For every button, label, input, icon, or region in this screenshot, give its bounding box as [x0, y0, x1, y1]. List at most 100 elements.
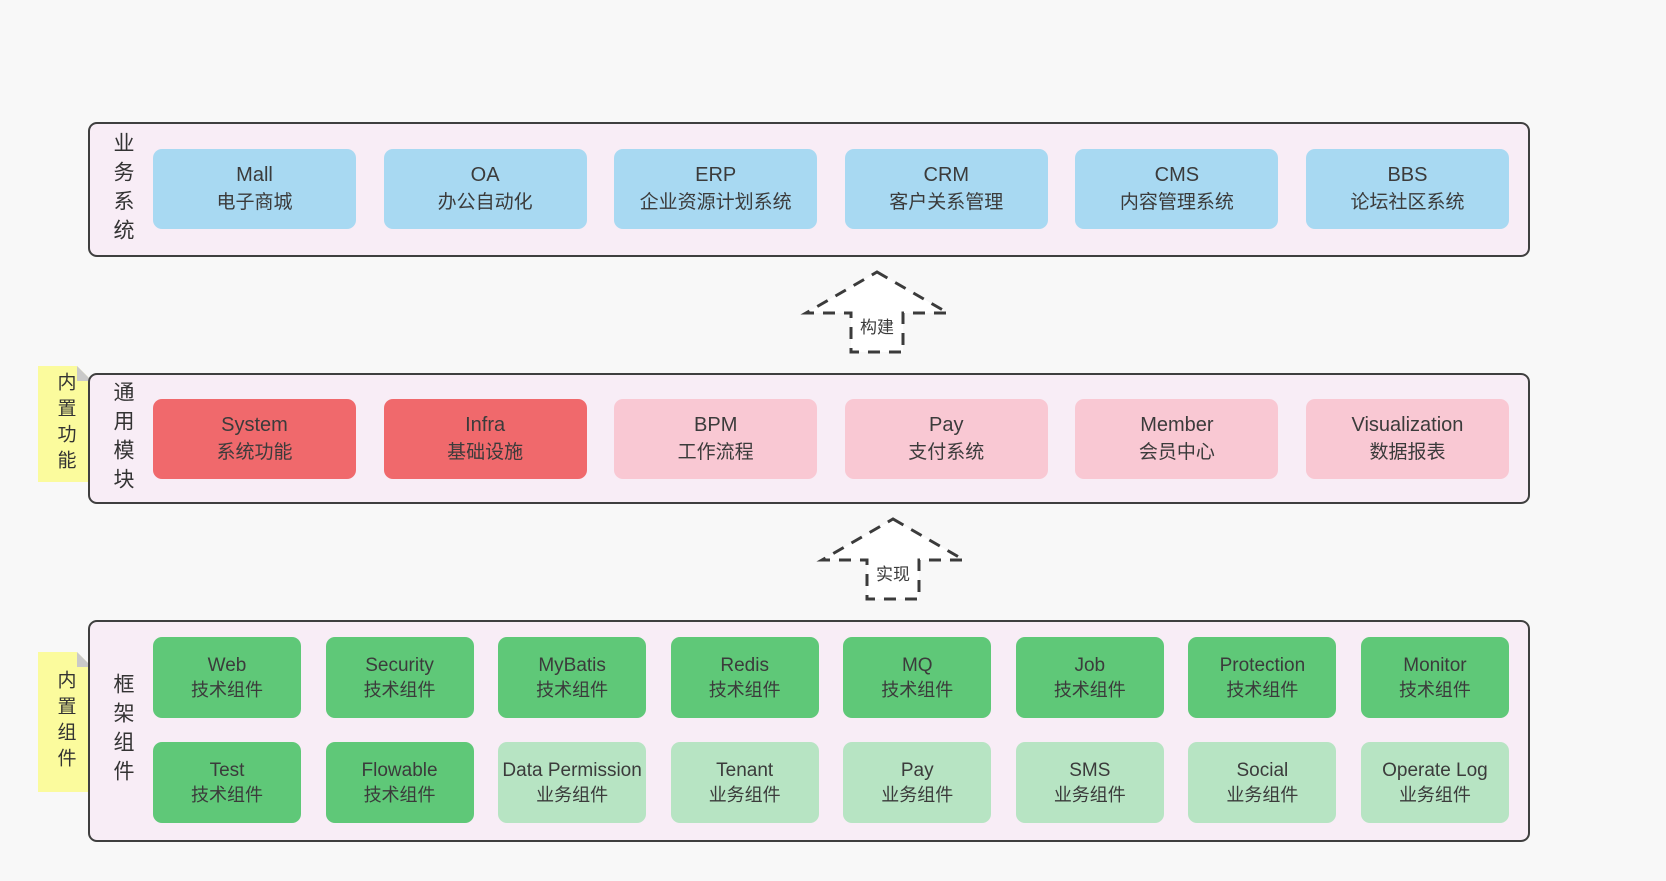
box-zh-label: 业务组件: [881, 784, 954, 805]
box-en-label: Member: [1140, 414, 1214, 436]
box-redis: Redis 技术组件: [670, 637, 819, 718]
box-en-label: ERP: [695, 164, 737, 186]
box-en-label: Test: [209, 759, 245, 781]
box-sms: SMS 业务组件: [1015, 742, 1164, 823]
box-en-label: MyBatis: [538, 654, 606, 676]
sticky-label: 内置功能: [54, 372, 76, 476]
sticky-note-built-in-features: 内置功能: [38, 366, 92, 482]
band-common-modules: 通用模块 System 系统功能 Infra 基础设施 BPM 工作流程 Pay…: [88, 373, 1530, 504]
box-zh-label: 办公自动化: [437, 192, 533, 213]
sticky-paper: [38, 652, 92, 792]
box-zh-label: 技术组件: [363, 784, 436, 805]
band-label-business-systems: 业务系统: [111, 131, 134, 248]
block-arrow-up-icon: [800, 270, 954, 354]
box-en-label: MQ: [901, 654, 933, 676]
box-en-label: BPM: [694, 414, 738, 436]
sticky-note-built-in-components: 内置组件: [38, 652, 92, 792]
box-zh-label: 客户关系管理: [889, 192, 1004, 213]
band3-box-row-2: Test 技术组件 Flowable 技术组件 Data Permission …: [153, 742, 1509, 823]
arrow-label: 构建: [857, 313, 897, 338]
box-security: Security 技术组件: [325, 637, 474, 718]
box-operate-log: Operate Log 业务组件: [1360, 742, 1509, 823]
box-en-label: Tenant: [716, 759, 774, 781]
arrow-label: 实现: [873, 560, 913, 585]
sticky-label: 内置组件: [54, 670, 76, 774]
box-en-label: Pay: [929, 414, 964, 436]
box-en-label: Data Permission: [502, 759, 642, 781]
box-member: Member 会员中心: [1075, 399, 1279, 479]
box-pay: Pay 支付系统: [844, 399, 1048, 479]
box-crm: CRM 客户关系管理: [844, 149, 1048, 229]
box-zh-label: 技术组件: [191, 679, 263, 700]
box-zh-label: 电子商城: [216, 192, 293, 213]
band1-box-row: Mall 电子商城 OA 办公自动化 ERP 企业资源计划系统 CRM 客户关系…: [153, 149, 1509, 229]
box-tenant: Tenant 业务组件: [670, 742, 819, 823]
box-zh-label: 技术组件: [1398, 679, 1471, 700]
box-zh-label: 技术组件: [708, 679, 781, 700]
box-en-label: Social: [1236, 759, 1289, 781]
box-cms: CMS 内容管理系统: [1075, 149, 1279, 229]
box-zh-label: 数据报表: [1369, 442, 1446, 463]
box-zh-label: 企业资源计划系统: [639, 192, 792, 213]
box-en-label: Security: [365, 654, 434, 676]
box-pay-biz: Pay 业务组件: [843, 742, 992, 823]
box-zh-label: 技术组件: [1226, 679, 1299, 700]
box-zh-label: 技术组件: [363, 679, 436, 700]
box-erp: ERP 企业资源计划系统: [614, 149, 818, 229]
box-zh-label: 业务组件: [1398, 784, 1471, 805]
band-label-framework-components: 框架组件: [111, 673, 134, 789]
arrow-implement: 实现: [813, 515, 973, 603]
band3-box-row-1: Web 技术组件 Security 技术组件 MyBatis 技术组件 Redi…: [153, 637, 1509, 718]
box-data-permission: Data Permission 业务组件: [498, 742, 647, 823]
box-infra: Infra 基础设施: [383, 399, 587, 479]
box-en-label: Protection: [1219, 654, 1306, 676]
box-zh-label: 业务组件: [1226, 784, 1299, 805]
box-en-label: Pay: [900, 759, 934, 781]
box-system: System 系统功能: [153, 399, 356, 479]
box-zh-label: 系统功能: [216, 442, 293, 463]
box-en-label: CRM: [923, 164, 970, 186]
box-bpm: BPM 工作流程: [614, 399, 818, 479]
box-job: Job 技术组件: [1015, 637, 1164, 718]
box-en-label: Job: [1074, 654, 1106, 676]
box-en-label: CMS: [1154, 164, 1200, 186]
block-arrow-up-icon: [816, 517, 970, 601]
box-zh-label: 技术组件: [881, 679, 954, 700]
box-en-label: Redis: [720, 654, 769, 676]
band-label-common-modules: 通用模块: [111, 380, 134, 497]
box-en-label: Monitor: [1403, 654, 1467, 676]
box-zh-label: 业务组件: [1053, 784, 1126, 805]
box-zh-label: 支付系统: [908, 442, 985, 463]
box-visualization: Visualization 数据报表: [1305, 399, 1509, 479]
box-en-label: Infra: [465, 414, 506, 436]
box-en-label: SMS: [1069, 759, 1111, 781]
box-zh-label: 技术组件: [191, 784, 263, 805]
band2-box-row: System 系统功能 Infra 基础设施 BPM 工作流程 Pay 支付系统…: [153, 399, 1509, 479]
box-en-label: Flowable: [361, 759, 438, 781]
box-zh-label: 基础设施: [447, 442, 524, 463]
box-oa: OA 办公自动化: [383, 149, 587, 229]
box-en-label: System: [221, 414, 288, 436]
box-social: Social 业务组件: [1188, 742, 1337, 823]
sticky-paper: [38, 366, 92, 482]
box-monitor: Monitor 技术组件: [1360, 637, 1509, 718]
box-zh-label: 工作流程: [677, 442, 754, 463]
box-en-label: Visualization: [1351, 414, 1464, 436]
box-zh-label: 技术组件: [536, 679, 609, 700]
box-en-label: Web: [207, 654, 247, 676]
box-web: Web 技术组件: [153, 637, 301, 718]
band-business-systems: 业务系统 Mall 电子商城 OA 办公自动化 ERP 企业资源计划系统 CRM…: [88, 122, 1530, 257]
box-en-label: Operate Log: [1382, 759, 1488, 781]
box-zh-label: 会员中心: [1138, 442, 1215, 463]
box-zh-label: 内容管理系统: [1119, 192, 1234, 213]
box-mybatis: MyBatis 技术组件: [498, 637, 647, 718]
box-test: Test 技术组件: [153, 742, 301, 823]
arrow-build: 构建: [797, 268, 957, 356]
box-en-label: OA: [470, 164, 500, 186]
band-framework-components: 框架组件 Web 技术组件 Security 技术组件 MyBatis 技术组件…: [88, 620, 1530, 842]
box-zh-label: 论坛社区系统: [1350, 192, 1465, 213]
box-flowable: Flowable 技术组件: [325, 742, 474, 823]
box-zh-label: 业务组件: [708, 784, 781, 805]
box-en-label: Mall: [236, 164, 273, 186]
